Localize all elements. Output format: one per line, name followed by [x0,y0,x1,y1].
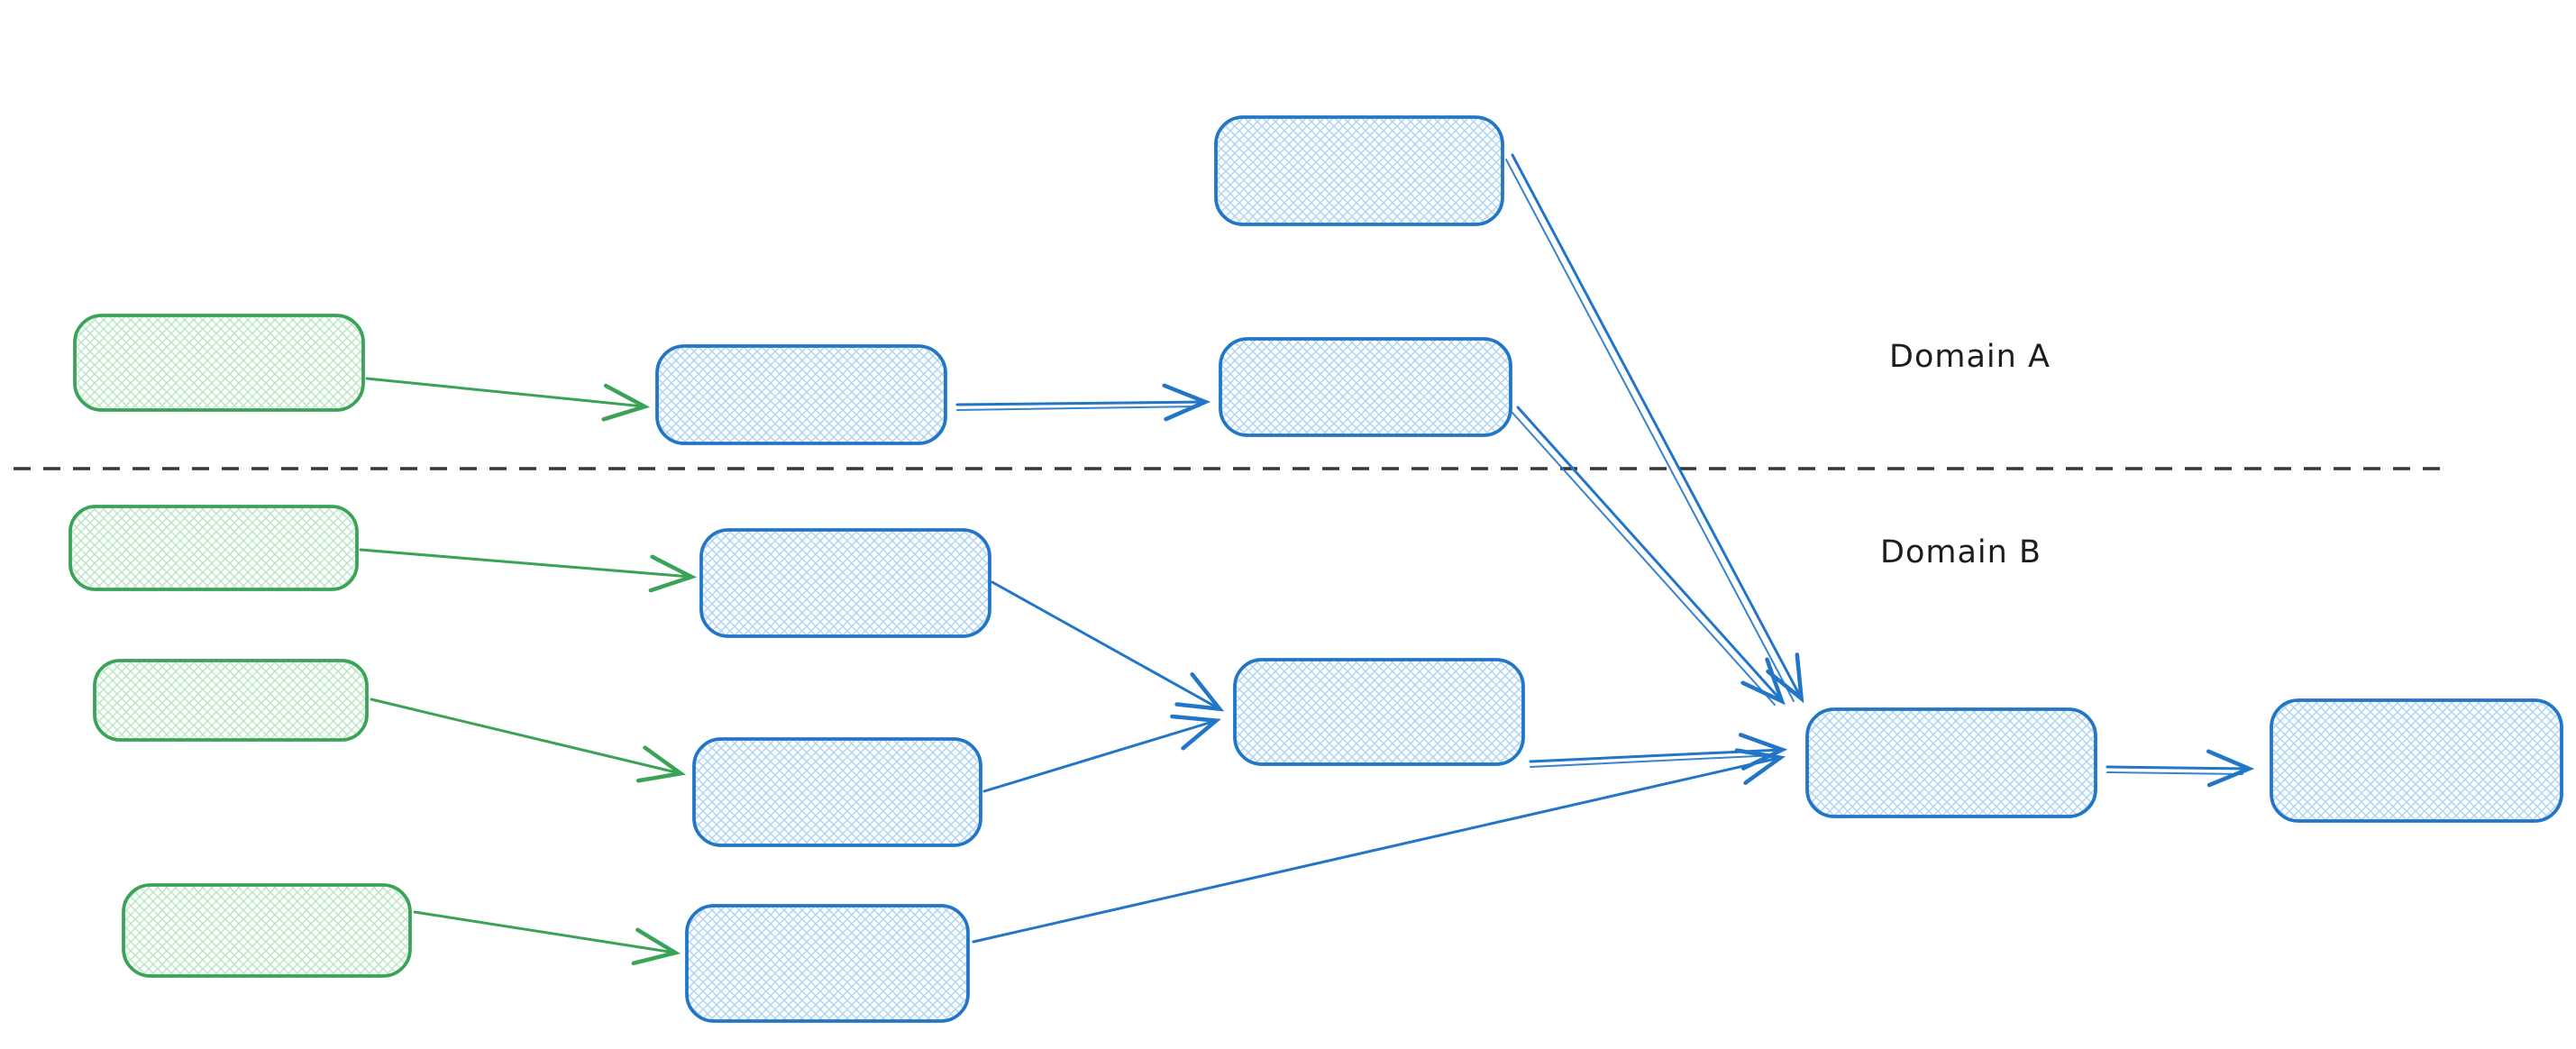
edge-source-a-stage-a1 [365,377,651,422]
edge-stage-a1-stage-a2 [955,383,1211,422]
node-stage-b3 [685,904,970,1023]
edge-stage-b3-hub [972,748,1786,944]
label-domain-b: Domain B [1880,534,2042,570]
edge-merge-b-hub [1529,733,1788,771]
node-hub [1805,707,2097,818]
edge-merge-b-hub-sketch-stroke [1530,754,1777,768]
edge-stage-b2-merge-b [982,714,1221,793]
node-stage-a1 [655,344,947,445]
node-source-b3 [122,883,412,978]
edge-layer [359,153,2255,966]
node-stage-a2 [1219,337,1512,437]
edge-stage-a1-stage-a2-sketch-stroke [956,406,1200,411]
node-layer [69,115,2563,1023]
node-source-b2 [93,659,369,742]
node-source-a [73,314,365,412]
edge-source-b3-stage-b3 [413,910,681,966]
node-output [2270,698,2563,823]
edge-stage-a2-hub [1516,406,1786,706]
node-stage-b2 [692,737,982,847]
edge-source-b2-stage-b2 [370,698,687,783]
node-merge-b [1233,658,1525,766]
edge-source-b1-stage-b1 [359,548,698,593]
edge-top-input-a-hub [1511,153,1804,704]
label-domain-a: Domain A [1889,339,2051,375]
node-stage-b1 [699,528,991,638]
edge-top-input-a-hub-sketch-stroke [1505,159,1795,702]
edge-stage-b1-merge-b [991,580,1225,712]
edge-hub-output-sketch-stroke [2106,771,2243,775]
node-source-b1 [69,505,359,591]
node-top-input-a [1214,115,1504,226]
edge-stage-a2-hub-sketch-stroke [1512,412,1776,706]
edge-hub-output [2106,749,2255,788]
